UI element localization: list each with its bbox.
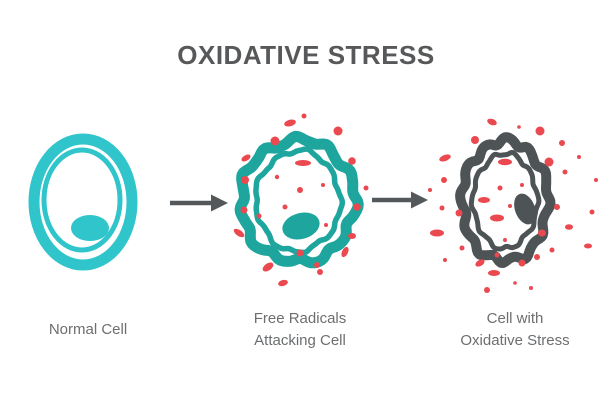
cell-inner-membrane [41,147,123,253]
cell-inner-membrane [468,149,542,252]
free-radical-dot [478,197,490,203]
free-radical-dot [270,136,280,146]
free-radical-dot [529,286,533,290]
free-radical-dot [577,155,581,159]
diagram-title: OXIDATIVE STRESS [177,40,435,70]
free-radical-dot [513,281,517,285]
free-radical-dot [594,178,598,182]
free-radical-dot [497,185,503,191]
free-radical-dot [475,259,485,267]
free-radical-dot [518,259,526,267]
free-radical-dot [538,229,546,237]
free-radical-dot [443,258,447,262]
cell-outer-membrane [28,133,138,271]
free-radical-dot [562,169,568,175]
free-radical-dot [487,118,497,126]
free-radical-dot [348,157,356,165]
free-radical-dot [554,204,560,210]
arrow-head [211,194,228,212]
free-radical-dot [544,157,554,167]
free-radical-dot [284,119,296,127]
free-radical-dot [240,206,248,214]
free-radical-dot [295,160,311,166]
free-radical-dot [241,154,251,162]
free-radical-dot [301,113,307,119]
free-radical-dot [296,249,304,257]
free-radical-dot [441,177,447,183]
cell-nucleus [514,193,536,225]
free-radical-dot [534,254,540,260]
free-radical-dot [341,246,349,258]
free-radical-dot [278,279,288,287]
free-radical-dot [490,214,504,222]
cell-outer-membrane [455,132,556,268]
free-radical-dot [233,228,245,238]
free-radical-dot [321,183,325,187]
free-radical-dot [549,247,555,253]
free-radical-dot [565,224,573,230]
free-radical-dot [494,252,500,258]
cell-nucleus [71,215,109,241]
free-radical-dot [589,209,595,215]
free-radical-dot [348,233,356,239]
cell-inner-membrane [253,146,346,256]
free-radical-dot [241,176,249,184]
normal-cell-illustration [28,133,138,271]
free-radical-dot [430,229,444,237]
free-radical-dot [520,183,524,187]
free-radical-dot [314,262,320,268]
arrow-icon [170,194,228,212]
stage-label-line: Oxidative Stress [460,332,570,349]
stage-label-line: Cell with [486,310,544,327]
free-radical-dot [428,188,432,192]
stage-label-line: Free Radicals [253,310,347,327]
attacked-cell-illustration [233,113,369,287]
free-radical-dot [471,136,479,144]
arrow-icon [372,191,428,209]
free-radical-dot [455,209,463,217]
free-radical-dot [517,125,521,129]
free-radical-dot [498,158,512,166]
stage-label-free-radicals-attacking-cell: Free Radicals Attacking Cell [220,308,380,352]
free-radical-dot [559,140,565,146]
free-radical-dot [262,262,274,272]
free-radical-dot [324,223,328,227]
arrow-head [411,191,428,209]
free-radical-dot [459,245,465,251]
free-radical-dot [282,204,288,210]
stressed-cell-illustration [428,118,598,293]
free-radical-dot [256,213,262,219]
free-radical-dot [297,187,303,193]
free-radical-dot [317,269,323,275]
free-radical-dot [353,203,361,211]
free-radical-dot [274,174,280,180]
stage-label-line: Attacking Cell [254,332,346,349]
free-radical-dot [488,270,500,276]
free-radical-dot [535,126,545,136]
cell-nucleus [282,212,320,240]
free-radical-dot [508,204,512,208]
free-radical-dot [503,238,507,242]
stage-label-line: Normal Cell [48,321,128,338]
free-radical-dot [333,126,343,136]
free-radical-dot [363,185,369,191]
stage-label-normal-cell: Normal Cell [8,319,168,341]
cell-outer-membrane [234,130,364,269]
free-radical-dot [439,205,445,211]
free-radical-dot [584,243,592,249]
free-radical-dot [439,154,451,162]
stage-label-cell-with-oxidative-stress: Cell with Oxidative Stress [435,308,595,352]
free-radical-dot [484,287,490,293]
